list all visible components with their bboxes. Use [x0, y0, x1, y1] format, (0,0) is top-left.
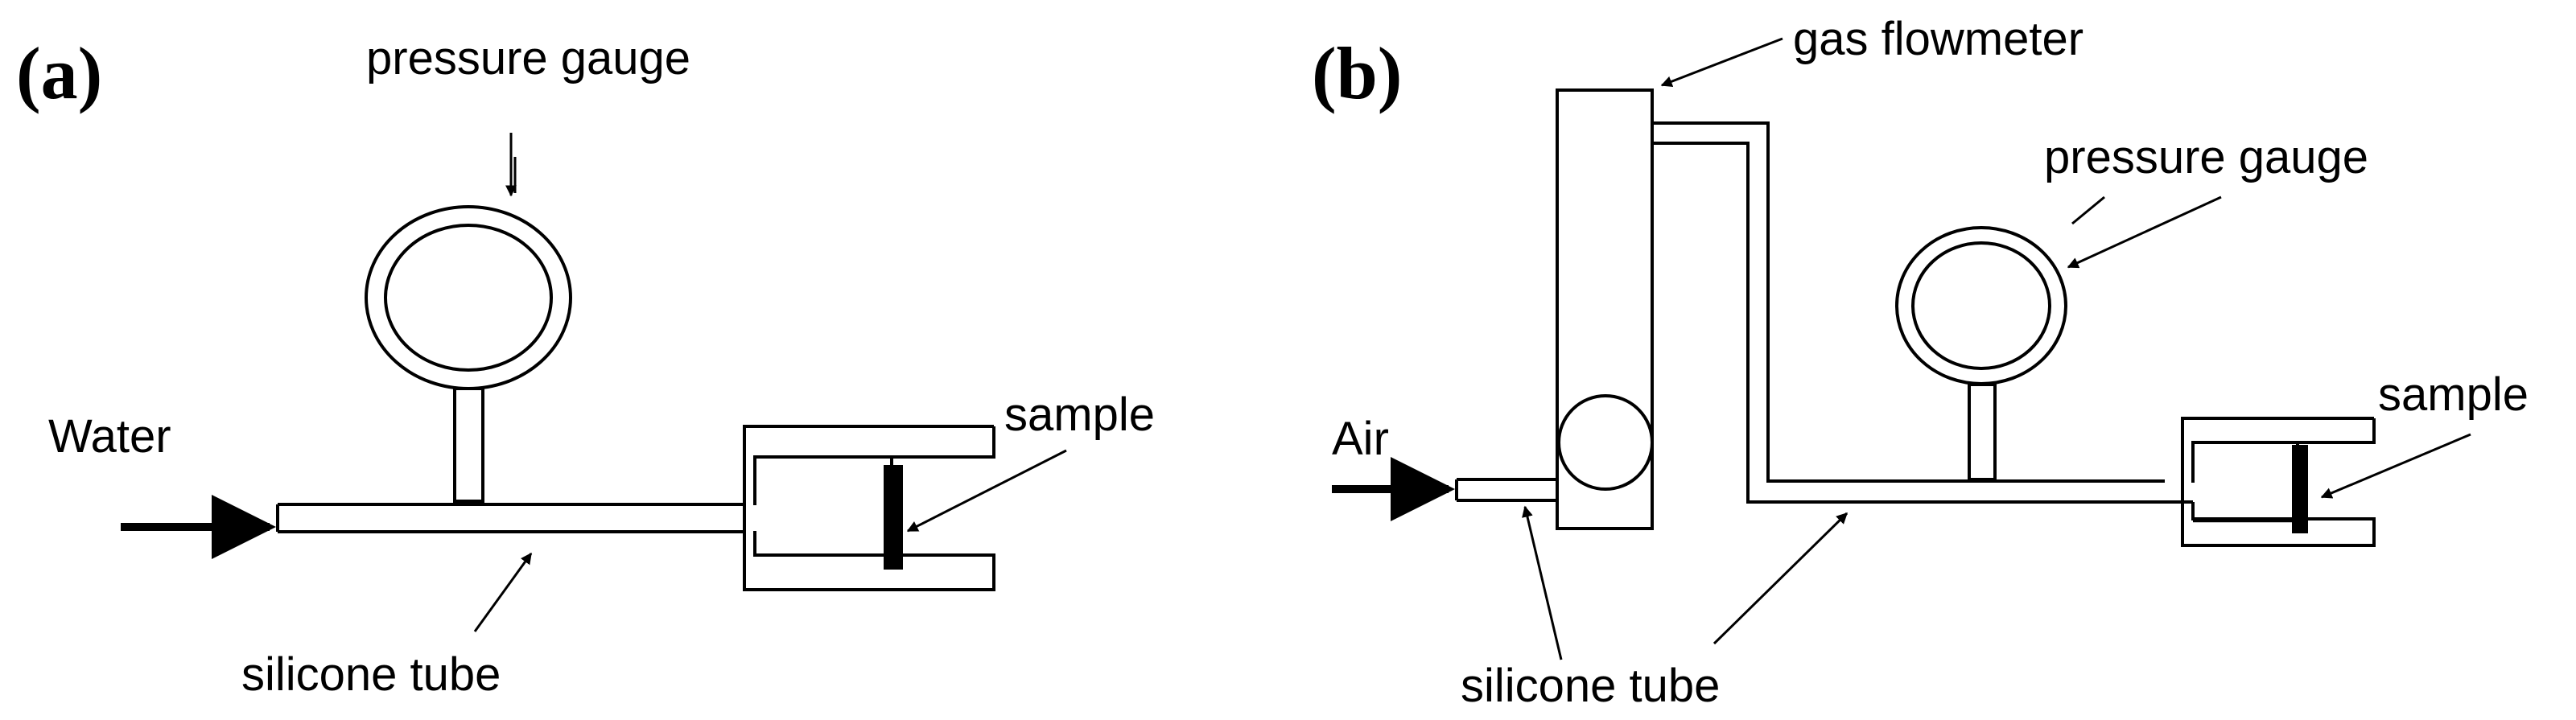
pressure-gauge-label-b: pressure gauge — [2044, 131, 2368, 183]
tube-arrow-a — [473, 552, 533, 632]
tube-arrow-b-left — [1522, 505, 1563, 660]
flowmeter-arrow — [1660, 37, 1783, 87]
water-label: Water — [48, 410, 171, 463]
sample-holder-b — [2181, 417, 2376, 547]
silicone-tube-a — [276, 503, 744, 533]
sample-b — [2292, 445, 2308, 533]
silicone-tube-b-outlet — [1652, 121, 2193, 504]
panel-b-letter: (b) — [1312, 32, 1402, 114]
spacer-line — [2068, 197, 2104, 267]
silicone-tube-label-a: silicone tube — [241, 648, 501, 701]
pressure-gauge-b — [1895, 226, 2067, 481]
pressure-gauge-label-a: pressure gauge — [366, 32, 690, 84]
sample-a — [884, 465, 903, 570]
gas-flowmeter-label: gas flowmeter — [1793, 13, 2083, 65]
sample-label-b: sample — [2378, 368, 2529, 421]
panel-b: (b) — [1312, 13, 2529, 712]
pressure-gauge-a — [365, 205, 572, 503]
sample-arrow-b — [2320, 433, 2471, 499]
tube-arrow-b-right — [1713, 512, 1849, 645]
gauge-arrow-b-tail — [2071, 195, 2105, 225]
gas-flowmeter — [1556, 88, 1654, 530]
air-label: Air — [1332, 413, 1389, 465]
sample-holder-a — [743, 425, 995, 591]
panel-a-letter: (a) — [16, 32, 102, 114]
panel-a: (a) pressure gauge Water sample — [16, 32, 1155, 701]
sample-arrow-a — [906, 449, 1067, 533]
silicone-tube-b-inlet — [1455, 478, 1557, 502]
sample-label-a: sample — [1004, 389, 1155, 441]
gauge-arrow-b — [2067, 195, 2222, 269]
silicone-tube-label-b: silicone tube — [1461, 660, 1720, 712]
